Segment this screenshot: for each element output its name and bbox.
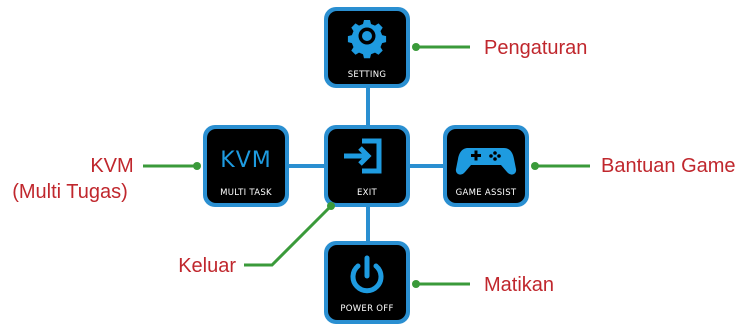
exit-tile[interactable]: EXIT — [324, 125, 410, 207]
leader-kvm-dot — [193, 162, 201, 170]
kvm-icon-text: KVM — [220, 148, 271, 173]
power-off-tile[interactable]: POWER OFF — [324, 241, 410, 324]
game-assist-tile-label: GAME ASSIST — [456, 188, 517, 198]
multitask-tile-label: MULTI TASK — [220, 188, 272, 198]
leader-exit-dot — [327, 202, 335, 210]
game-assist-tile[interactable]: GAME ASSIST — [443, 125, 529, 207]
power-icon — [350, 255, 384, 294]
gear-icon — [347, 20, 387, 59]
gamepad-icon — [455, 148, 517, 175]
tile-connectors — [287, 88, 445, 243]
leader-setting-dot — [412, 43, 420, 51]
callout-setting: Pengaturan — [484, 37, 587, 59]
setting-tile-label: SETTING — [348, 70, 387, 80]
callout-power: Matikan — [484, 274, 554, 296]
leader-game-dot — [531, 162, 539, 170]
setting-tile[interactable]: SETTING — [324, 7, 410, 88]
exit-icon — [344, 138, 382, 174]
multitask-tile[interactable]: KVM MULTI TASK — [203, 125, 289, 207]
callout-leaders — [143, 43, 590, 288]
callout-game: Bantuan Game — [601, 155, 736, 177]
power-off-tile-label: POWER OFF — [340, 304, 393, 314]
leader-exit — [244, 204, 333, 267]
callout-labels: Pengaturan KVM (Multi Tugas) Bantuan Gam… — [12, 37, 735, 296]
callout-exit: Keluar — [178, 255, 236, 277]
callout-kvm-line1: KVM — [90, 155, 133, 177]
exit-tile-label: EXIT — [357, 188, 378, 198]
leader-power-dot — [412, 280, 420, 288]
callout-kvm-line2: (Multi Tugas) — [12, 181, 128, 203]
